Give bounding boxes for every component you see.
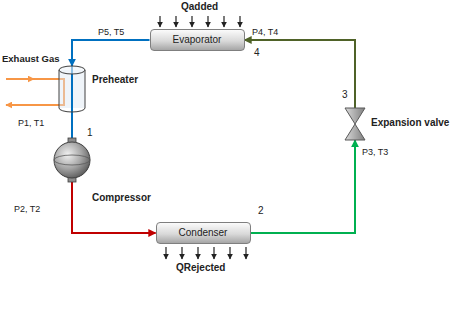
flow-line — [251, 140, 356, 233]
state-label: P4, T4 — [252, 26, 278, 38]
compressor-symbol: Compressor — [50, 138, 94, 182]
heat-label: Qadded — [181, 1, 218, 13]
expansion-valve-symbol: Expansion valve — [345, 108, 365, 140]
stream-label: Exhaust Gas — [2, 53, 60, 65]
comp-outline — [50, 138, 94, 182]
node-label: Preheater — [92, 74, 138, 86]
evaporator-box: Evaporator — [150, 29, 245, 51]
condenser-box: Condenser — [156, 222, 251, 244]
valve-outline — [345, 108, 365, 140]
flow-line — [72, 40, 150, 66]
cyl-outline — [58, 66, 86, 112]
state-label: P1, T1 — [18, 117, 44, 129]
node-label: Compressor — [92, 192, 151, 204]
preheater-cylinder: Preheater — [58, 66, 86, 112]
flow-line — [245, 40, 356, 108]
callout-number: 1 — [87, 127, 93, 139]
heat-label: QRejected — [176, 262, 225, 274]
state-label: P5, T5 — [98, 26, 124, 38]
state-label: P2, T2 — [14, 203, 40, 215]
exhaust-gas-flow — [6, 79, 64, 105]
flow-line — [71, 112, 73, 138]
callout-number: 3 — [342, 89, 348, 101]
heat-added-arrows — [160, 16, 240, 27]
heat-rejected-arrows — [166, 247, 246, 259]
state-label: P3, T3 — [362, 146, 388, 158]
node-label: Condenser — [179, 227, 228, 239]
callout-number: 4 — [254, 47, 260, 59]
callout-number: 2 — [258, 205, 264, 217]
flow-line — [72, 182, 156, 233]
node-label: Expansion valve — [371, 117, 449, 129]
node-label: Evaporator — [173, 34, 222, 46]
